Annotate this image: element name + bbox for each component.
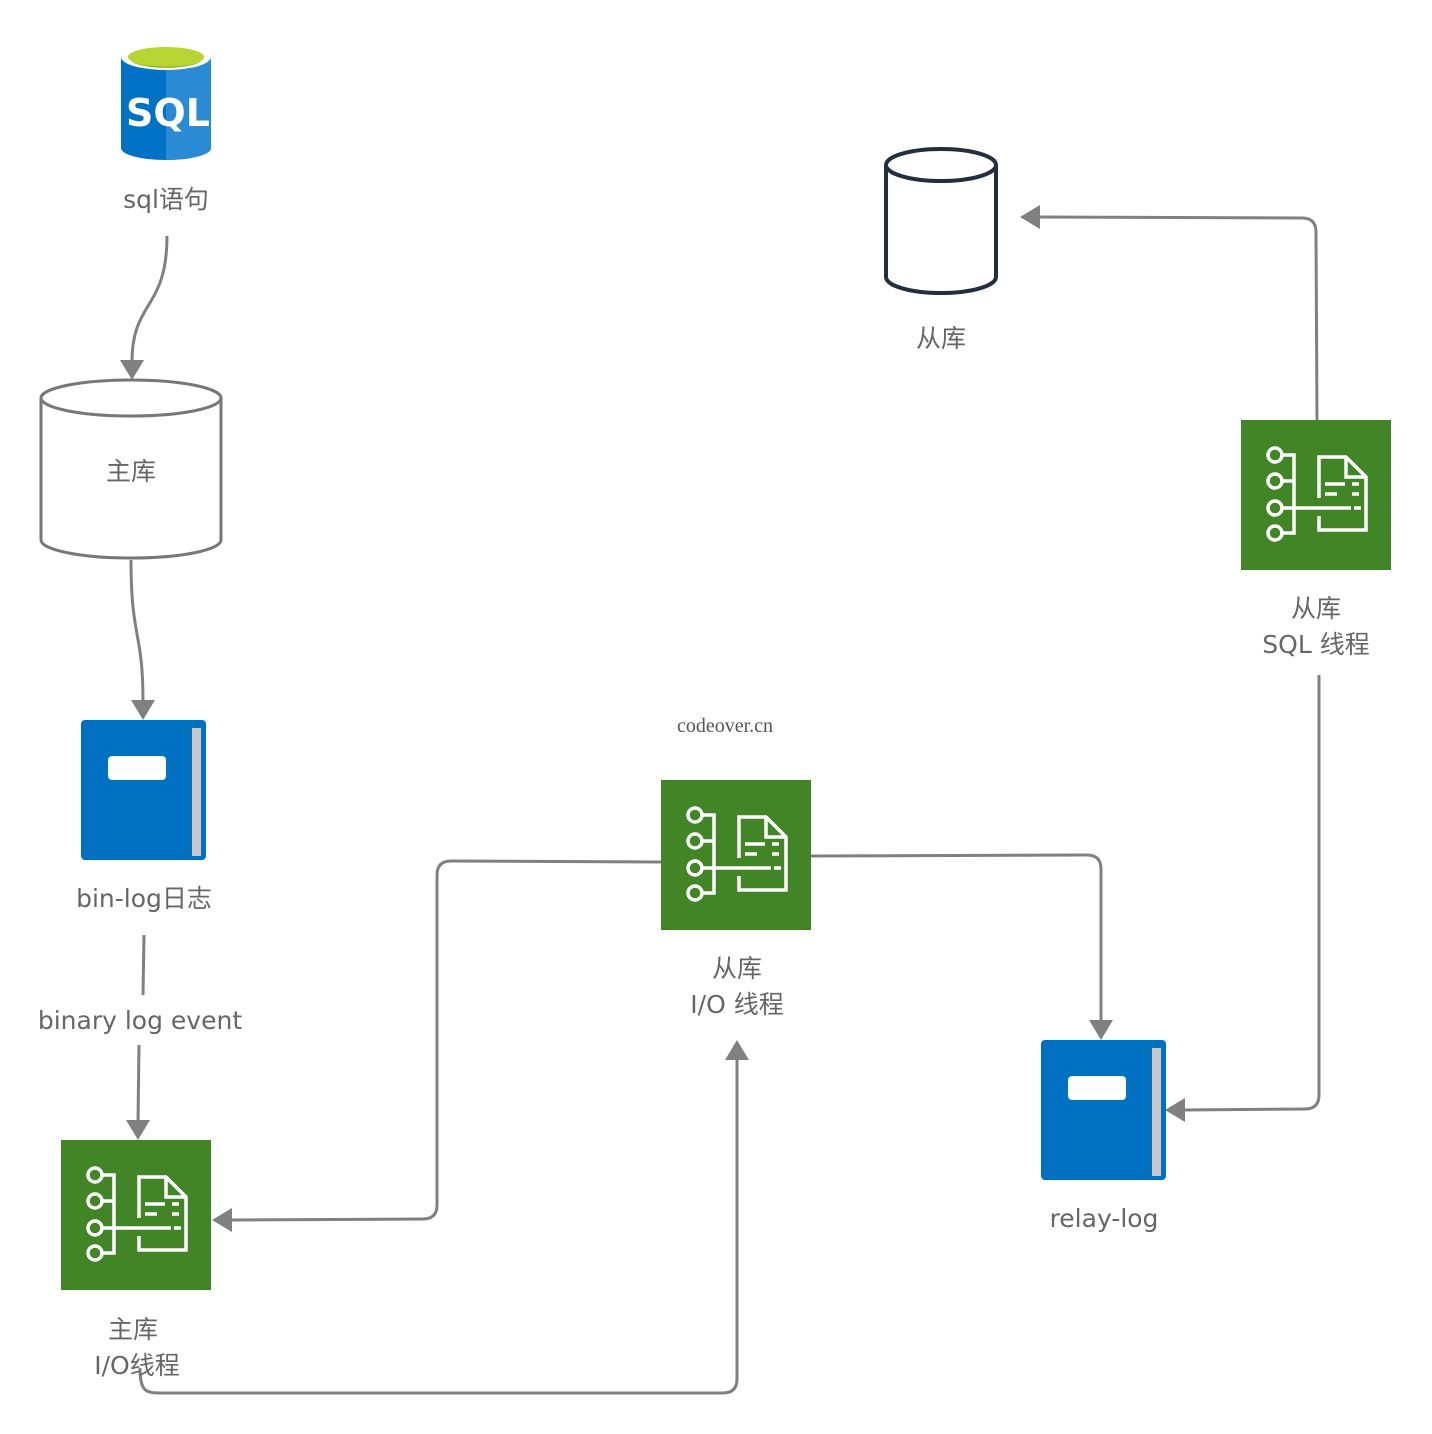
arrowhead-icon <box>1089 1020 1113 1040</box>
edge-relay-to-sql-thread <box>1182 675 1321 1112</box>
sql-icon-text: SQL <box>126 91 210 135</box>
arrowhead-icon <box>120 360 144 380</box>
arrowhead-icon <box>725 1040 749 1060</box>
edge-slave-io-to-master-io <box>229 859 662 1222</box>
sql-database-icon: SQL <box>121 44 211 160</box>
master-db-cylinder[interactable] <box>39 378 223 560</box>
slave-sql-label-line1: 从库 <box>1291 594 1341 623</box>
binlog-book-icon[interactable] <box>81 720 206 860</box>
edge-binlog-to-master-io-bottom <box>136 1044 141 1123</box>
connectors <box>120 205 1321 1395</box>
sql-label: sql语句 <box>123 185 209 214</box>
arrowhead-icon <box>126 1120 150 1140</box>
slave-sql-thread-icon[interactable] <box>1241 420 1391 570</box>
edge-sql-thread-to-slave-db <box>1037 215 1319 421</box>
master-io-label-line1: 主库 <box>108 1315 158 1344</box>
relay-log-book-icon[interactable] <box>1041 1040 1166 1180</box>
arrowhead-icon <box>1020 205 1040 229</box>
edge-sql-to-master-db <box>130 235 169 363</box>
edge-slave-io-to-relay <box>810 853 1103 1022</box>
edge-binlog-to-master-io-top <box>141 934 146 996</box>
binlog-label: bin-log日志 <box>76 884 212 913</box>
arrowhead-icon <box>212 1208 232 1232</box>
slave-sql-label-line2: SQL 线程 <box>1262 630 1369 659</box>
watermark: codeover.cn <box>677 715 773 737</box>
slave-db-cylinder[interactable] <box>884 147 998 295</box>
arrowhead-icon <box>1165 1098 1185 1122</box>
arrowhead-icon <box>131 700 155 720</box>
master-io-label-line2: I/O线程 <box>94 1351 179 1380</box>
relay-log-label: relay-log <box>1050 1204 1159 1233</box>
binary-log-event-label: binary log event <box>38 1006 242 1035</box>
slave-io-thread-icon[interactable] <box>661 780 811 930</box>
edge-master-io-to-slave-io <box>138 1058 739 1395</box>
master-db-label: 主库 <box>106 457 156 486</box>
slave-db-label: 从库 <box>916 324 966 353</box>
slave-io-label-line1: 从库 <box>712 954 762 983</box>
edge-master-db-to-binlog <box>129 559 145 703</box>
slave-io-label-line2: I/O 线程 <box>690 990 783 1019</box>
master-io-thread-icon[interactable] <box>61 1140 211 1290</box>
